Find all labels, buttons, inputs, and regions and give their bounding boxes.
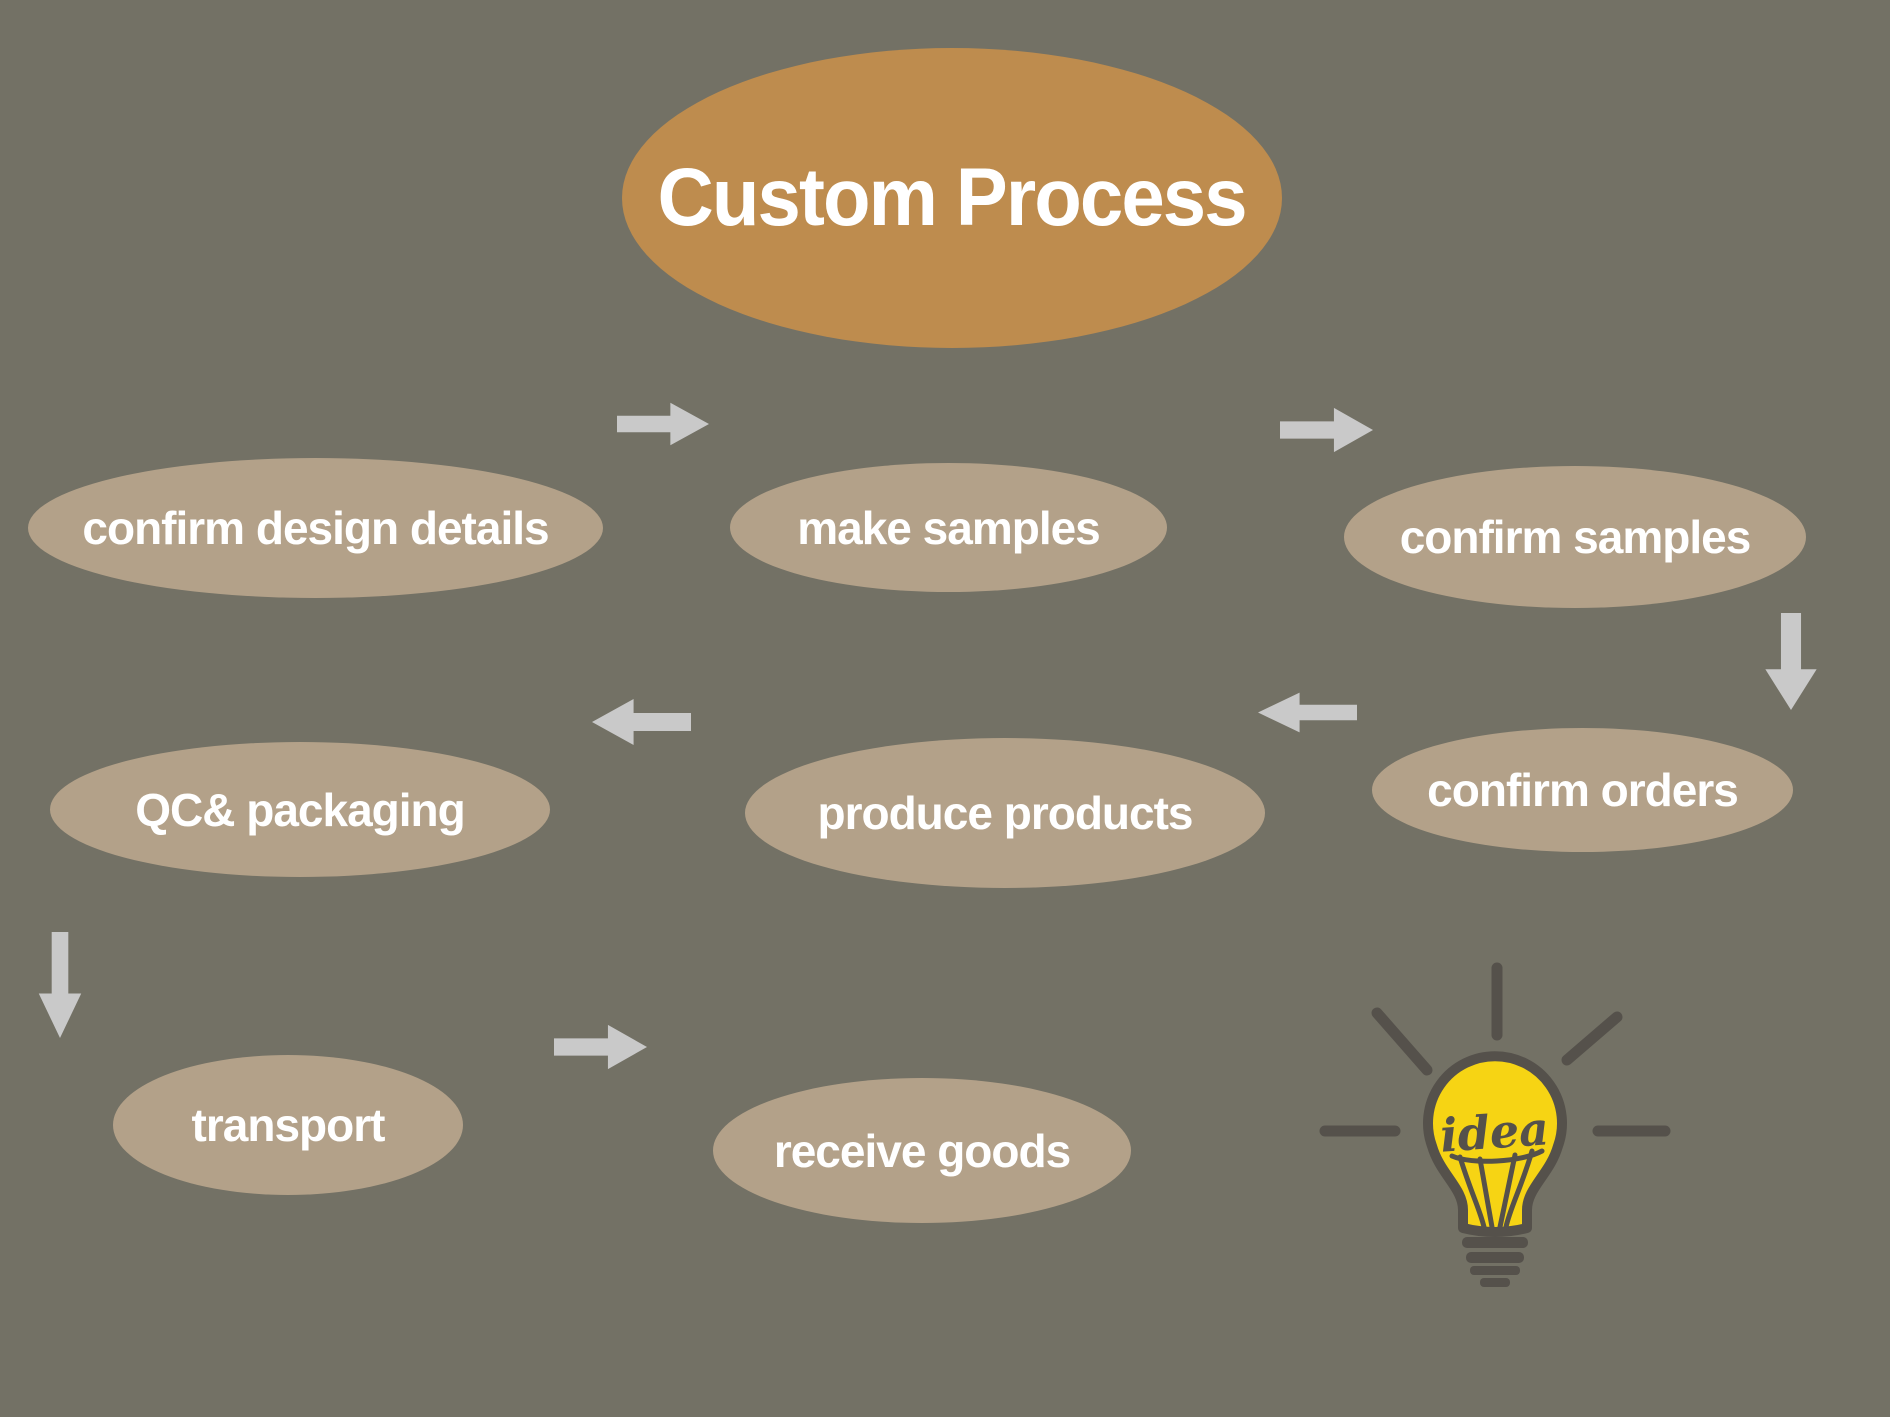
- lightbulb-filament: [1449, 1148, 1545, 1230]
- step-label: transport: [191, 1099, 386, 1151]
- idea-lightbulb-icon: idea: [1310, 940, 1710, 1340]
- arrow-left-icon: [1258, 690, 1357, 735]
- lightbulb-rays: [1319, 962, 1671, 1137]
- step-label: receive goods: [773, 1124, 1071, 1177]
- step-label: QC& packaging: [135, 783, 466, 836]
- step-ellipse-confirm-samples: confirm samples: [1344, 466, 1806, 608]
- step-label: make samples: [797, 501, 1101, 554]
- step-label: produce products: [817, 787, 1193, 839]
- arrow-right-icon: [554, 1022, 647, 1072]
- step-ellipse-produce-products: produce products: [745, 738, 1265, 888]
- arrow-down-icon: [1762, 613, 1820, 710]
- idea-label: idea: [1438, 1101, 1550, 1162]
- step-ellipse-receive-goods: receive goods: [713, 1078, 1131, 1223]
- arrow-left-icon: [592, 696, 691, 748]
- lightbulb-base: [1462, 1237, 1528, 1287]
- step-label: confirm design details: [82, 502, 549, 554]
- step-label: confirm samples: [1399, 511, 1752, 563]
- arrow-right-icon: [1280, 405, 1373, 455]
- lightbulb-glass: [1423, 1051, 1567, 1237]
- step-ellipse-confirm-design-details: confirm design details: [28, 458, 603, 598]
- title-ellipse: Custom Process: [622, 48, 1282, 348]
- step-ellipse-qc-packaging: QC& packaging: [50, 742, 550, 877]
- arrow-right-icon: [617, 400, 709, 448]
- step-ellipse-confirm-orders: confirm orders: [1372, 728, 1793, 852]
- step-ellipse-make-samples: make samples: [730, 463, 1167, 592]
- step-ellipse-transport: transport: [113, 1055, 463, 1195]
- arrow-down-icon: [36, 932, 84, 1038]
- step-label: confirm orders: [1427, 764, 1739, 816]
- page-title: Custom Process: [657, 152, 1248, 243]
